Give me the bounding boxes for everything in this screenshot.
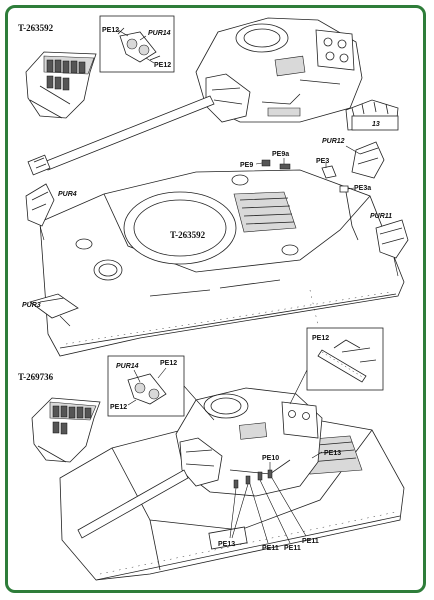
callout-pur4: PUR4 <box>58 191 77 198</box>
callout-pur14-top: PUR14 <box>148 30 171 37</box>
callout-pe13-left: PE13 <box>218 541 235 548</box>
callout-pe11-b: PE11 <box>284 545 301 552</box>
track-spares-bottom <box>31 397 101 463</box>
part-pur12: PUR12 <box>322 138 385 179</box>
part-pur11: PUR11 <box>370 213 409 277</box>
top-serial-label: T-263592 <box>18 23 54 33</box>
callout-pe9a: PE9a <box>272 151 289 158</box>
inset-box-bottom: PUR14 PE12 PE12 <box>107 355 185 417</box>
callout-pe12-bottom-a: PE12 <box>160 360 177 367</box>
callout-pe11-a: PE11 <box>262 545 279 552</box>
callout-pe12-top-a: PE12 <box>102 27 119 34</box>
inset-box-top: PE12 PUR14 PE12 <box>99 15 175 73</box>
turret-bottom <box>175 387 323 497</box>
headlight-guard-part <box>117 27 161 63</box>
callout-part-13: 13 <box>372 121 380 128</box>
callout-pe12-bottom-b: PE12 <box>110 404 127 411</box>
part-13: 13 <box>345 99 399 131</box>
hull-top <box>39 169 405 357</box>
gun-barrel-bottom <box>77 469 189 539</box>
callout-pe10: PE10 <box>262 455 279 462</box>
callout-pur11: PUR11 <box>370 213 392 220</box>
callout-pe12-detail: PE12 <box>312 335 329 342</box>
callout-pe13-right: PE13 <box>324 450 341 457</box>
callout-pe3: PE3 <box>316 158 329 165</box>
track-spares-top <box>25 51 97 119</box>
headlight-guard-part-bottom <box>127 373 167 405</box>
callout-pe9: PE9 <box>240 162 253 169</box>
callout-pe12-top-b: PE12 <box>154 62 171 69</box>
bottom-callouts: PE10 PE13 PE13 PE11 PE11 PE11 <box>218 450 341 552</box>
page-border <box>5 5 426 593</box>
turret-top <box>195 17 363 123</box>
part-pur3: PUR3 <box>22 293 79 327</box>
hull-marking: T-263592 <box>170 230 206 240</box>
callout-pur12: PUR12 <box>322 138 345 145</box>
callout-pur14-bottom: PUR14 <box>116 363 139 370</box>
small-pe-parts: PE9 PE9a PE3 PE3a <box>240 151 371 241</box>
pe12-detail-box: PE12 <box>306 327 384 391</box>
callout-pe3a: PE3a <box>354 185 371 192</box>
bottom-serial-label: T-269736 <box>18 372 54 382</box>
callout-pe11-c: PE11 <box>302 538 319 545</box>
callout-pur3: PUR3 <box>22 302 41 309</box>
gun-barrel-top <box>27 95 215 176</box>
part-pur4: PUR4 <box>25 183 77 241</box>
